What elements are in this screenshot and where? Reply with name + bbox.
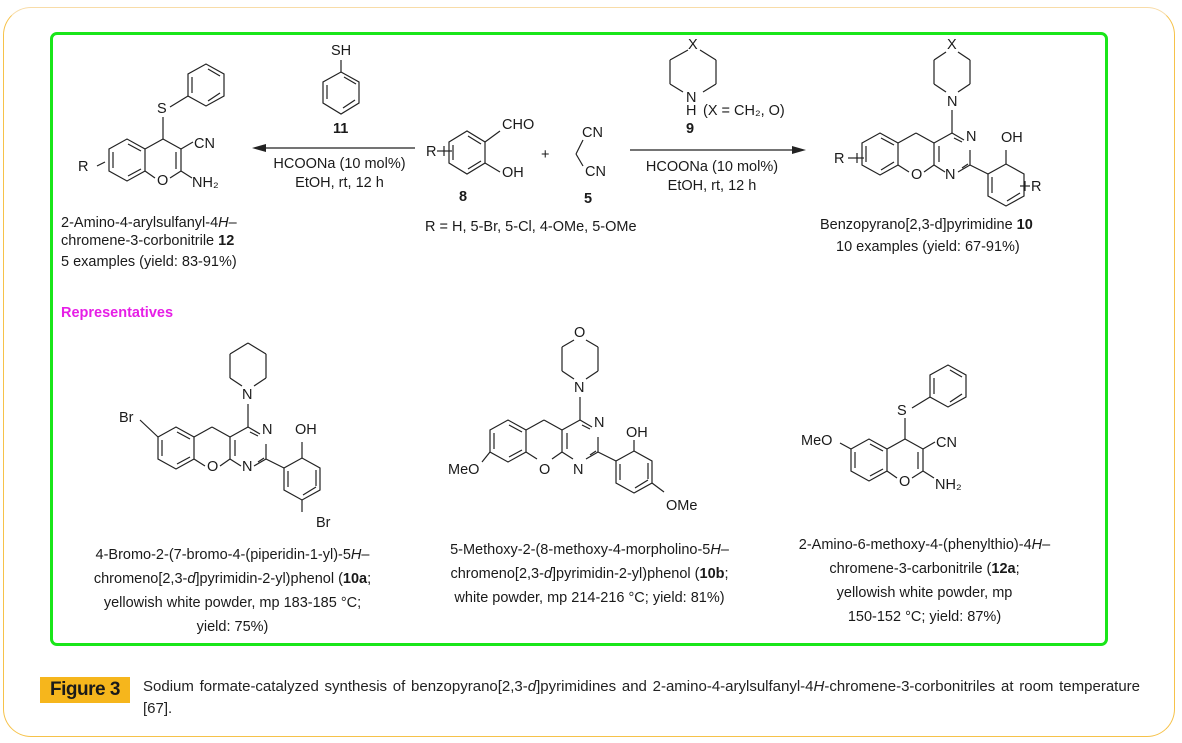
atom-label: OH xyxy=(626,425,648,441)
r-group-definition: R = H, 5-Br, 5-Cl, 4-OMe, 5-OMe xyxy=(425,219,637,235)
compound-5-label: 5 xyxy=(584,191,593,207)
atom-label: X xyxy=(947,37,957,53)
atom-label: OH xyxy=(295,422,317,438)
atom-label: O xyxy=(207,459,219,475)
right-conditions-2: EtOH, rt, 12 h xyxy=(667,178,757,194)
product-10-structure xyxy=(848,51,1030,207)
compound-12a-props: yellowish white powder, mp xyxy=(836,585,1013,601)
atom-label: O xyxy=(539,462,551,478)
salicylaldehyde-structure xyxy=(437,130,501,175)
compound-10a-name-line2: chromeno[2,3-d]pyrimidin-2-yl)phenol (10… xyxy=(93,571,372,587)
figure-label-badge: Figure 3 xyxy=(40,677,130,703)
plus-sign: + xyxy=(541,147,550,163)
compound-12a-structure xyxy=(839,364,967,482)
compound-11-label: 11 xyxy=(333,121,349,137)
atom-label: X xyxy=(688,37,698,53)
compound-10b-name-line1: 5-Methoxy-2-(8-methoxy-4-morpholino-5H– xyxy=(450,542,729,558)
atom-label: N xyxy=(945,167,956,183)
atom-label: CN xyxy=(194,136,215,152)
atom-label: NH₂ xyxy=(192,175,219,191)
atom-label: R xyxy=(426,144,437,160)
compound-8-label: 8 xyxy=(459,189,468,205)
malononitrile-structure xyxy=(575,139,584,167)
atom-label: N xyxy=(242,387,253,403)
compound-10a-props: yellowish white powder, mp 183-185 °C; xyxy=(103,595,362,611)
compound-10a-name-line1: 4-Bromo-2-(7-bromo-4-(piperidin-1-yl)-5H… xyxy=(95,547,370,563)
product-12-examples: 5 examples (yield: 83-91%) xyxy=(61,254,237,270)
atom-label: R xyxy=(834,151,845,167)
atom-label: O xyxy=(574,325,586,341)
atom-label: R xyxy=(1031,179,1042,195)
atom-label: CN xyxy=(585,164,606,180)
atom-label: N xyxy=(242,459,253,475)
atom-label: R xyxy=(78,159,89,175)
compound-9-label: 9 xyxy=(686,121,695,137)
compound-12a-name-line2: chromene-3-carbonitrile (12a; xyxy=(829,561,1020,577)
atom-label: N xyxy=(574,380,585,396)
atom-label: O xyxy=(157,173,169,189)
atom-label: O xyxy=(899,474,911,490)
atom-label: NH₂ xyxy=(935,477,962,493)
atom-label: CHO xyxy=(502,117,535,133)
x-definition: (X = CH₂, O) xyxy=(703,103,785,119)
thiophenol-structure xyxy=(322,60,360,115)
compound-10b-props: white powder, mp 214-216 °C; yield: 81%) xyxy=(454,590,725,606)
atom-label: N xyxy=(594,415,605,431)
compound-10a-structure xyxy=(139,342,321,512)
atom-label: N xyxy=(966,129,977,145)
figure-frame xyxy=(3,7,1175,737)
product-12-name-line1: 2-Amino-4-arylsulfanyl-4H– xyxy=(61,215,237,231)
atom-label: OMe xyxy=(666,498,698,514)
atom-label: N xyxy=(573,462,584,478)
representatives-heading: Representatives xyxy=(61,305,174,321)
atom-label: O xyxy=(911,167,923,183)
atom-label: CN xyxy=(936,435,957,451)
atom-label: H xyxy=(686,103,697,119)
product-12-name-line2: chromene-3-corbonitrile 12 xyxy=(61,233,235,249)
atom-label: OH xyxy=(502,165,524,181)
left-conditions-1: HCOONa (10 mol%) xyxy=(273,156,406,172)
atom-label: MeO xyxy=(801,433,833,449)
sh-label: SH xyxy=(331,43,352,59)
atom-label: Br xyxy=(119,410,134,426)
compound-10b-structure xyxy=(481,339,665,494)
compound-12a-name-line1: 2-Amino-6-methoxy-4-(phenylthio)-4H– xyxy=(798,537,1051,553)
atom-label: S xyxy=(157,101,167,117)
atom-label: N xyxy=(262,422,273,438)
compound-10b-name-line2: chromeno[2,3-d]pyrimidin-2-yl)phenol (10… xyxy=(450,566,729,582)
atom-label: N xyxy=(947,94,958,110)
scheme-border xyxy=(50,32,1108,646)
atom-label: CN xyxy=(582,125,603,141)
atom-label: S xyxy=(897,403,907,419)
product-10-examples: 10 examples (yield: 67-91%) xyxy=(836,239,1020,255)
compound-12a-yield: 150-152 °C; yield: 87%) xyxy=(847,609,1002,625)
amine-9-structure xyxy=(669,49,717,93)
figure-caption: Sodium formate-catalyzed synthesis of be… xyxy=(143,678,1141,717)
compound-10a-yield: yield: 75%) xyxy=(196,619,269,635)
product-10-name: Benzopyrano[2,3-d]pyrimidine 10 xyxy=(820,217,1033,233)
right-conditions-1: HCOONa (10 mol%) xyxy=(645,159,779,175)
left-conditions-2: EtOH, rt, 12 h xyxy=(295,175,384,191)
atom-label: Br xyxy=(316,515,331,531)
atom-label: MeO xyxy=(448,462,480,478)
product-12-structure xyxy=(96,63,225,182)
atom-label: OH xyxy=(1001,130,1023,146)
atom-label: N xyxy=(686,90,697,106)
